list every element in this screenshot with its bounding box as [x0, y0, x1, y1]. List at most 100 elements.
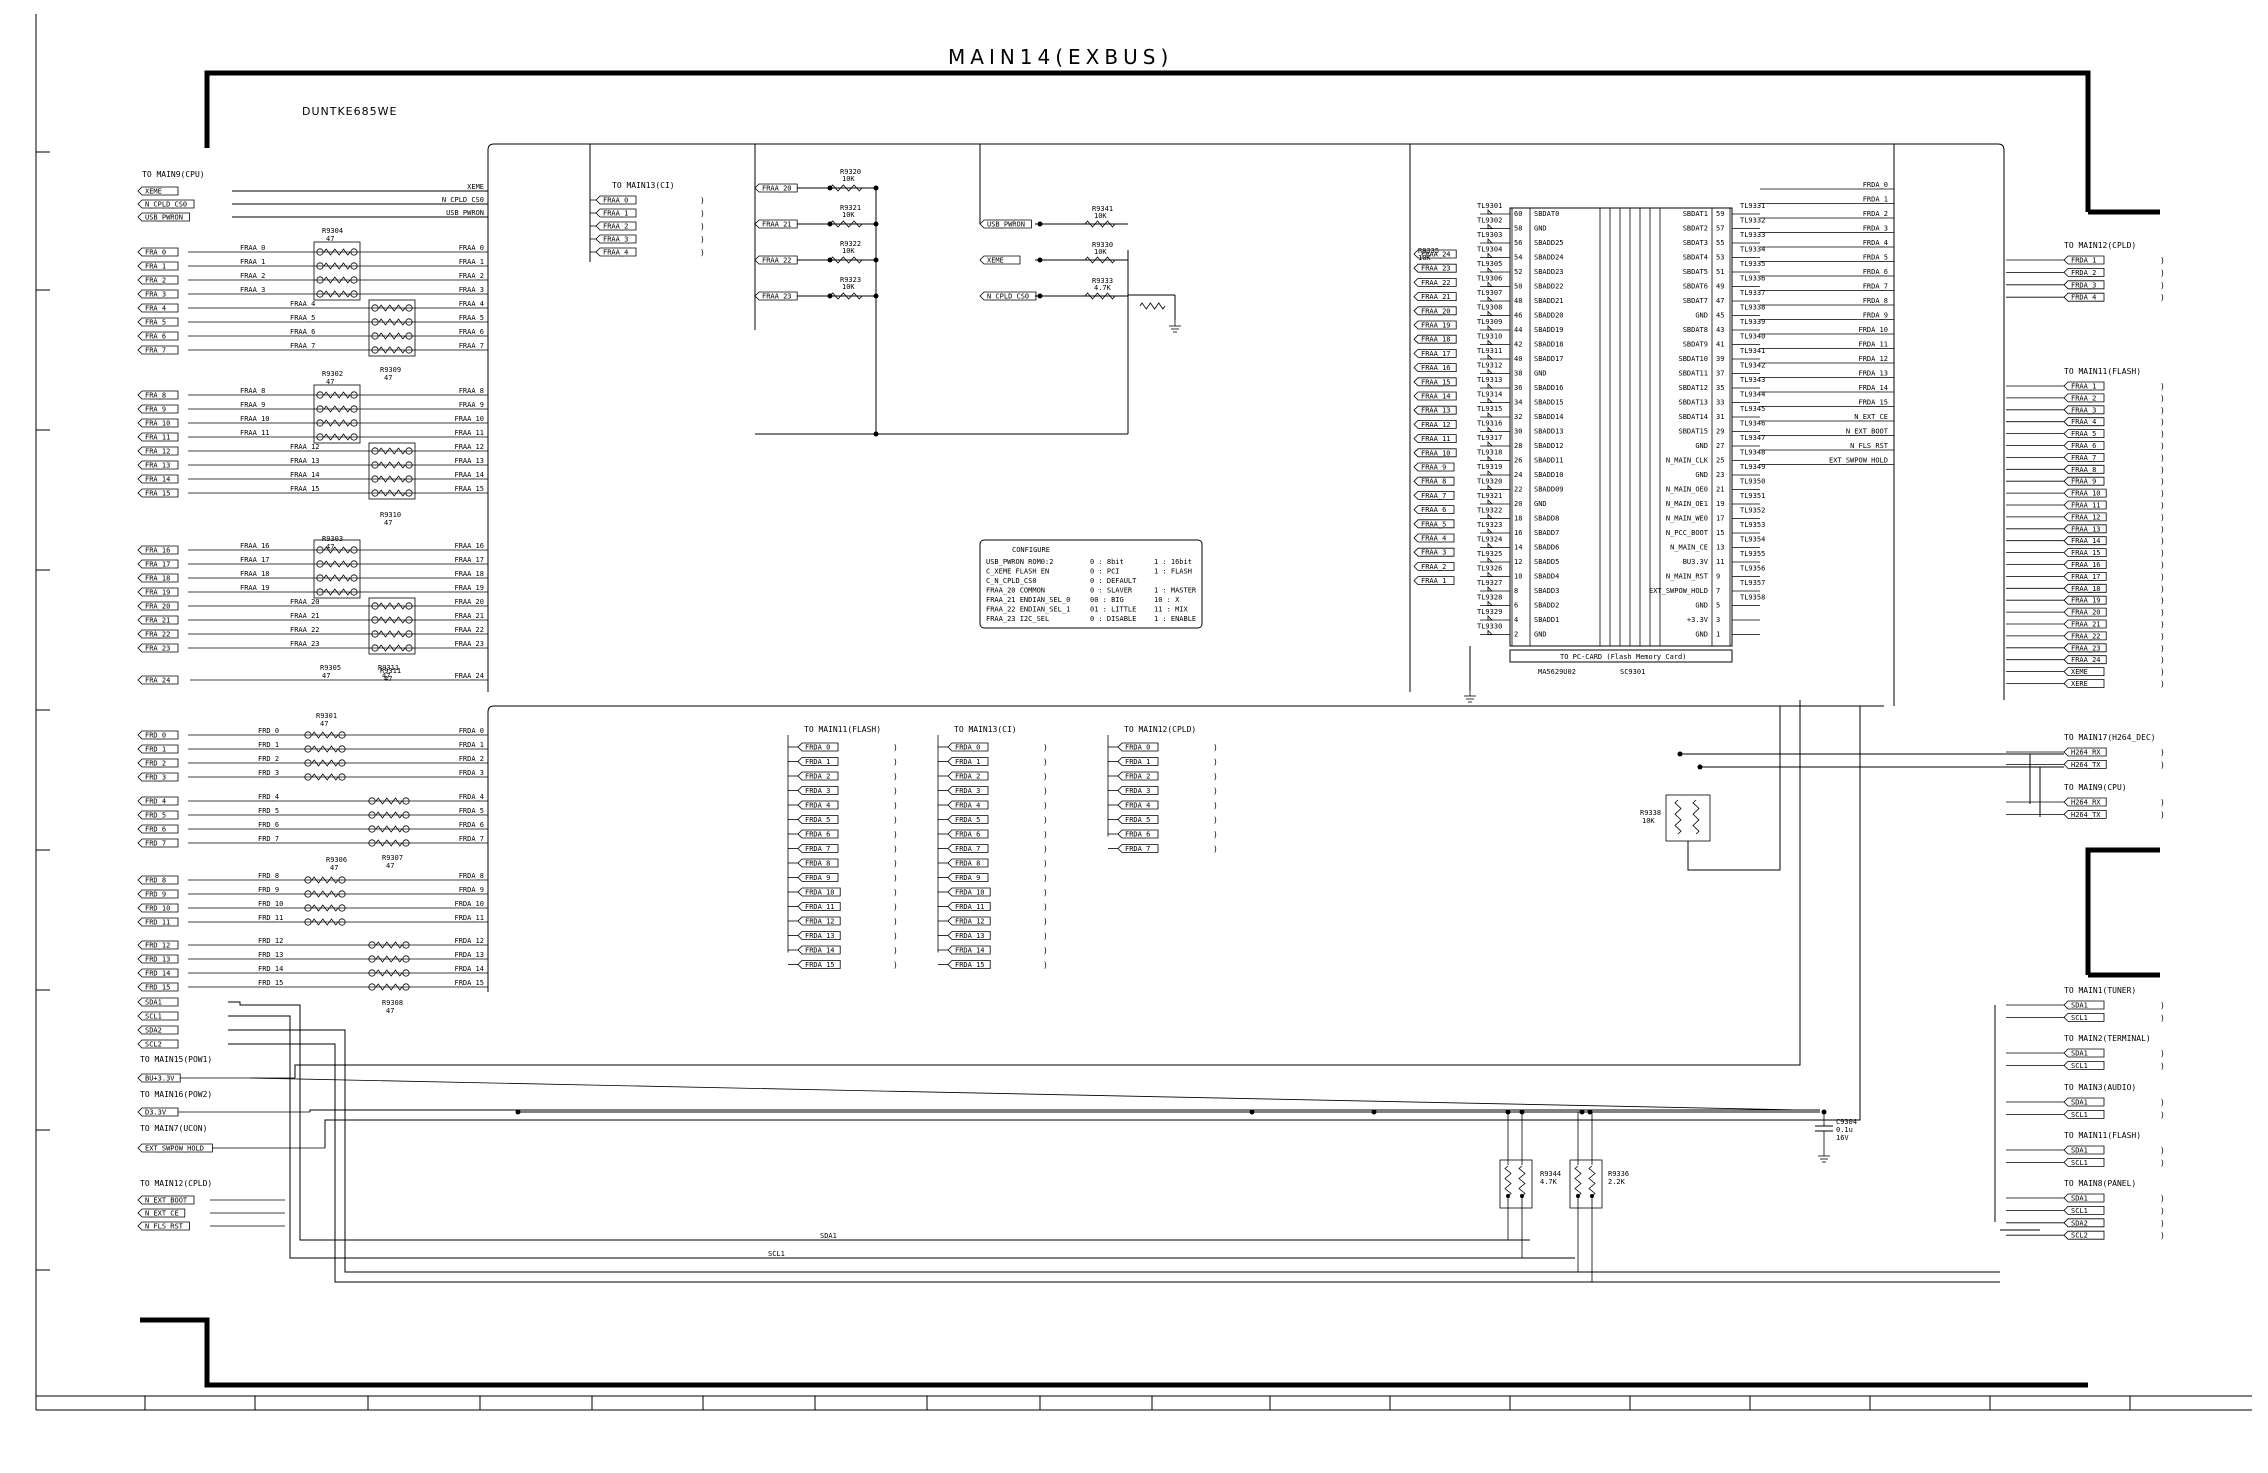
fra-connector: [137, 474, 179, 484]
right-connector: [2063, 1013, 2105, 1022]
bracket: ): [893, 743, 898, 752]
net-label: FRAA_9: [459, 401, 484, 409]
test-point-label: TL9352: [1740, 507, 1765, 515]
connector-label: FRD_9: [145, 891, 166, 899]
test-point: [1487, 615, 1493, 621]
bracket: ): [2160, 748, 2165, 757]
data-connector: [947, 931, 991, 940]
connector-label: FRA_4: [145, 305, 166, 313]
resistor-pad: [402, 839, 410, 847]
connector-pin-name: SBDAT7: [1683, 297, 1708, 305]
strap-connector: [979, 291, 1037, 301]
data-connector: [797, 945, 841, 955]
connector-pin-name: SBADD11: [1534, 457, 1564, 465]
connector-pin-name: SBDAT14: [1678, 413, 1708, 421]
net-label: FRAA_20: [290, 598, 320, 606]
connector-pin-name: SBDAT10: [1678, 355, 1708, 363]
group-header: TO MAIN9(CPU): [2064, 783, 2127, 792]
connector-net-right: FRDA_7: [1863, 283, 1888, 291]
net-label: FRAA_4: [459, 300, 484, 308]
connector-label: FRDA_2: [805, 773, 830, 781]
connector-pin-number: 53: [1716, 254, 1724, 262]
connector-pin-name: SBDAT6: [1683, 283, 1708, 291]
connector-pin-number: 56: [1514, 239, 1522, 247]
net-label: FRD_6: [258, 821, 279, 829]
connector-label: FRD_10: [145, 905, 170, 913]
connector-pin-name: SBDAT15: [1678, 428, 1708, 436]
fra-connector: [137, 587, 179, 597]
net-label: FRAA_3: [459, 286, 484, 294]
connector-label: FRAA_13: [2071, 525, 2101, 533]
connector-net-left: [1413, 576, 1455, 585]
resistor-pad: [402, 811, 410, 819]
part-ref: C9304: [1836, 1118, 1857, 1126]
series-resistor: [378, 630, 406, 638]
fra-connector: [137, 559, 179, 569]
test-point-label: TL9314: [1477, 391, 1502, 399]
data-connector: [1117, 757, 1159, 766]
frd-connector: [137, 744, 179, 754]
bracket: ): [700, 248, 705, 257]
configure-table: [979, 539, 1203, 629]
connector-label: FRDA_5: [1125, 816, 1150, 824]
resistor-pad: [316, 391, 324, 399]
configure-signal: C_N_CPLD_CS0: [986, 577, 1037, 585]
group-header: TO MAIN12(CPLD): [2064, 241, 2136, 250]
resistor-pad: [371, 616, 379, 624]
bracket: ): [2160, 293, 2165, 302]
net-label: FRAA_16: [240, 542, 270, 550]
junction-dot: [1371, 1109, 1377, 1115]
test-point: [1487, 586, 1493, 592]
connector-label: FRAA_19: [1421, 322, 1451, 330]
resistor-pad: [402, 983, 410, 991]
resistor-pad: [371, 332, 379, 340]
resistor-pad: [338, 904, 346, 912]
connector-pin-number: 43: [1716, 326, 1724, 334]
connector-pin-number: 38: [1514, 370, 1522, 378]
connector-pin-name: SBDAT2: [1683, 225, 1708, 233]
right-connector: [2063, 643, 2107, 653]
frd-connector: [137, 730, 179, 740]
right-connector: [2063, 1206, 2105, 1215]
frd-connector: [137, 968, 179, 978]
net-label: N_CPLD_CS0: [442, 196, 484, 204]
resistor-pad: [368, 825, 376, 833]
net-label: FRAA_10: [240, 415, 270, 423]
connector-label: FRDA_3: [2071, 281, 2096, 289]
title-border: [140, 70, 2160, 1388]
bracket: ): [2160, 513, 2165, 522]
data-connector: [1117, 742, 1159, 752]
connector-pin-number: 23: [1716, 471, 1724, 479]
frd-connector: [137, 810, 179, 820]
bracket: ): [1043, 787, 1048, 796]
net-label: FRAA_24: [454, 672, 484, 680]
connector-label: FRA_2: [145, 277, 166, 285]
connector-label: FRDA_1: [955, 758, 980, 766]
cpu-pin-connector: [137, 199, 195, 209]
ci-connector: [595, 195, 637, 205]
junction-dot: [873, 185, 879, 191]
net-label: FRDA_5: [459, 807, 484, 815]
right-connector: [2063, 1218, 2105, 1228]
net-label: FRD_10: [258, 900, 283, 908]
group-header: TO MAIN8(PANEL): [2064, 1179, 2136, 1188]
i2c-connector: [137, 1025, 179, 1035]
test-point-label: TL9322: [1477, 507, 1502, 515]
cpld-connector: [137, 1195, 195, 1205]
test-point: [1487, 513, 1493, 519]
data-connector: [947, 902, 991, 911]
right-connector: [2063, 1158, 2105, 1167]
connector-label: FRDA_3: [955, 787, 980, 795]
right-connector: [2063, 464, 2105, 474]
junction-dot: [827, 257, 833, 263]
bracket: ): [2160, 680, 2165, 689]
connector-label: FRAA_17: [1421, 350, 1451, 358]
bracket: ): [893, 961, 898, 970]
pullup-resistor: [1518, 1165, 1526, 1197]
connector-label: SCL1: [2071, 1159, 2088, 1167]
right-connector: [2063, 548, 2107, 557]
resistor-pad: [368, 983, 376, 991]
test-point-label: TL9358: [1740, 594, 1765, 602]
frd-connector: [137, 772, 179, 782]
resistor-pad: [402, 941, 410, 949]
